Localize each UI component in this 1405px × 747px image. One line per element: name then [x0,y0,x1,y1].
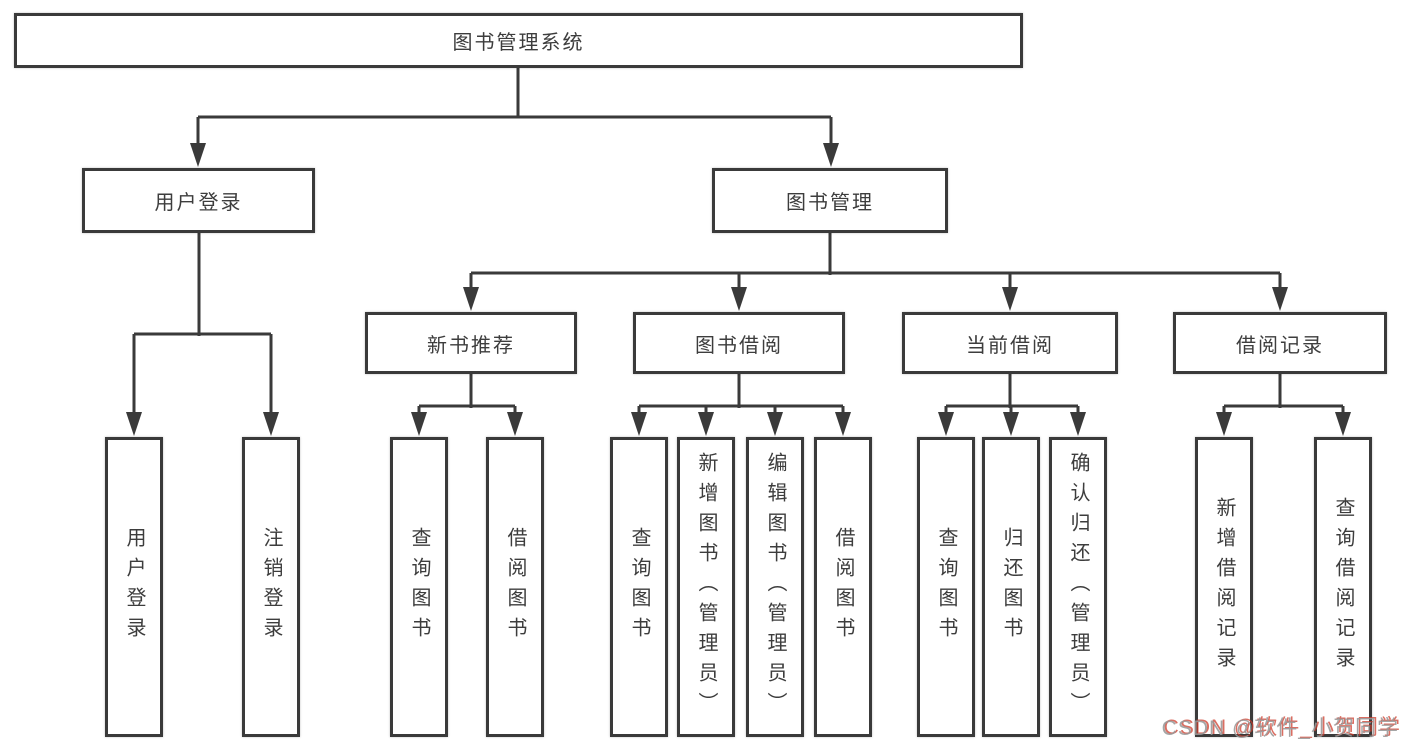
leaf-records-query-record: 查询借阅记录 [1314,437,1372,737]
node-book-management: 图书管理 [712,168,948,233]
node-root: 图书管理系统 [14,13,1023,68]
node-book-borrow: 图书借阅 [633,312,845,374]
leaf-current-query-books: 查询图书 [917,437,975,737]
leaf-current-return-books: 归还图书 [982,437,1040,737]
leaf-logout: 注销登录 [242,437,300,737]
node-current-borrow: 当前借阅 [902,312,1118,374]
node-new-book-recommend: 新书推荐 [365,312,577,374]
leaf-records-add-record: 新增借阅记录 [1195,437,1253,737]
leaf-borrow-borrow-books: 借阅图书 [814,437,872,737]
leaf-current-confirm-return-admin: 确认归还（管理员） [1049,437,1107,737]
leaf-borrow-add-books-admin: 新增图书（管理员） [677,437,735,737]
leaf-newbook-query-books: 查询图书 [390,437,448,737]
leaf-newbook-borrow-books: 借阅图书 [486,437,544,737]
leaf-borrow-query-books: 查询图书 [610,437,668,737]
node-borrow-records: 借阅记录 [1173,312,1387,374]
watermark: CSDN @软件_小贺同学 [1161,717,1399,740]
node-user-login: 用户登录 [82,168,315,233]
leaf-borrow-edit-books-admin: 编辑图书（管理员） [746,437,804,737]
leaf-user-login: 用户登录 [105,437,163,737]
